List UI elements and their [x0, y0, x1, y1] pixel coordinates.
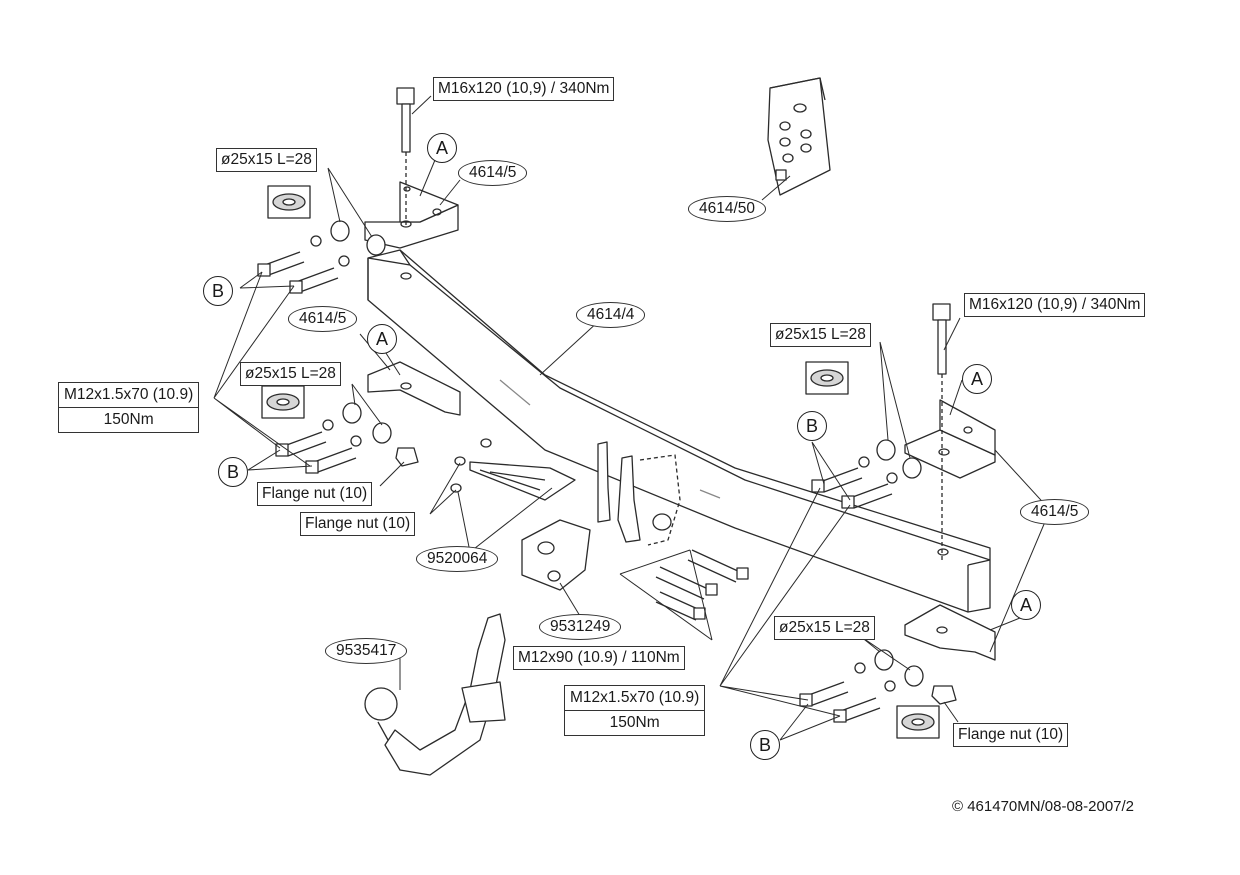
bolt-m16-left [396, 87, 415, 225]
hardware-right-top [805, 361, 922, 509]
marker-b-top-left: B [203, 276, 233, 306]
marker-a-right-bottom: A [1011, 590, 1041, 620]
part-9535417: 9535417 [325, 638, 408, 664]
hardware-mid-left [261, 385, 419, 474]
label-m12x90: M12x90 (10.9) / 110Nm [513, 646, 685, 670]
label-spacer-top-left: ø25x15 L=28 [216, 148, 317, 172]
bracket-bottom-right [904, 604, 996, 661]
label-spacer-mid-left: ø25x15 L=28 [240, 362, 341, 386]
marker-b-right-top: B [797, 411, 827, 441]
marker-b-mid-left: B [218, 457, 248, 487]
part-4614-50: 4614/50 [688, 196, 767, 222]
part-4614-4: 4614/4 [576, 302, 646, 328]
bracket-mid-left [367, 361, 461, 416]
part-4614-5-top: 4614/5 [458, 160, 528, 186]
part-9520064: 9520064 [416, 546, 499, 572]
bolt-m16-right [932, 303, 951, 560]
label-m12-left-line2: 150Nm [59, 407, 199, 432]
marker-a-top-left: A [427, 133, 457, 163]
label-flange-nut-1: Flange nut (10) [257, 482, 373, 506]
towball-arm-9535417 [364, 613, 506, 776]
label-m12-right-line2: 150Nm [565, 710, 705, 735]
socket-plate-9531249 [521, 519, 591, 591]
plate-9520064 [450, 438, 681, 546]
label-spacer-right-bottom: ø25x15 L=28 [774, 616, 875, 640]
label-m12-left: M12x1.5x70 (10.9) 150Nm [58, 382, 200, 433]
label-m12-right-line1: M12x1.5x70 (10.9) [570, 689, 700, 706]
label-flange-nut-2: Flange nut (10) [300, 512, 416, 536]
label-flange-nut-3: Flange nut (10) [953, 723, 1069, 747]
marker-a-mid-left: A [367, 324, 397, 354]
bolt-kit-bag-4614-50 [767, 77, 831, 196]
hardware-right-bottom [799, 649, 957, 739]
part-4614-5-right: 4614/5 [1020, 499, 1090, 525]
label-spacer-right-top: ø25x15 L=28 [770, 323, 871, 347]
label-m12-right: M12x1.5x70 (10.9) 150Nm [564, 685, 706, 736]
marker-b-right-bottom: B [750, 730, 780, 760]
label-m12-left-line1: M12x1.5x70 (10.9) [64, 386, 194, 403]
part-4614-5-mid: 4614/5 [288, 306, 358, 332]
part-9531249: 9531249 [539, 614, 622, 640]
label-bolt-m16-top-right: M16x120 (10,9) / 340Nm [964, 293, 1146, 317]
bracket-top-left [364, 181, 459, 249]
crossbar-4614-4 [367, 249, 991, 613]
copyright-text: © 461470MN/08-08-2007/2 [952, 798, 1135, 815]
marker-a-right-top: A [962, 364, 992, 394]
bracket-top-right [904, 399, 996, 479]
label-bolt-m16-top-left: M16x120 (10,9) / 340Nm [433, 77, 615, 101]
